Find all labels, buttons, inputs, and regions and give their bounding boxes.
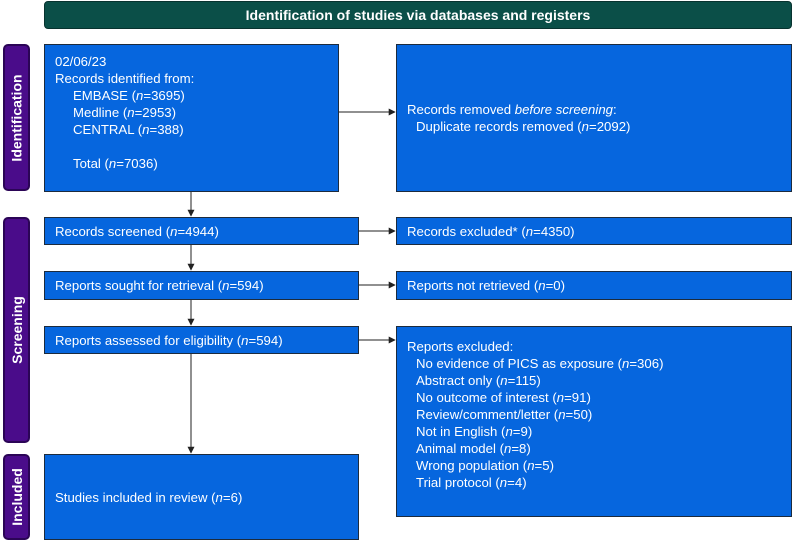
- reports-assessed-box: Reports assessed for eligibility (n=594): [44, 326, 359, 354]
- exclusion-reason: Trial protocol (n=4): [416, 475, 527, 490]
- reports-assessed-text: Reports assessed for eligibility (n=594): [55, 332, 283, 348]
- records-identified-box: 02/06/23 Records identified from: EMBASE…: [44, 44, 339, 192]
- source-central: CENTRAL (n=388): [73, 122, 184, 137]
- records-excluded-text: Records excluded* (n=4350): [407, 223, 575, 239]
- exclusion-reasons-list: No evidence of PICS as exposure (n=306) A…: [407, 355, 781, 491]
- phase-identification: Identification: [3, 44, 30, 191]
- records-total: Total (n=7036): [73, 156, 158, 171]
- exclusion-reason: No evidence of PICS as exposure (n=306): [416, 356, 664, 371]
- reports-not-retrieved-text: Reports not retrieved (n=0): [407, 278, 566, 293]
- records-removed-title: Records removed before screening:: [407, 102, 617, 117]
- search-date: 02/06/23: [55, 54, 107, 69]
- reports-sought-text: Reports sought for retrieval (n=594): [55, 278, 264, 293]
- records-screened-box: Records screened (n=4944): [44, 217, 359, 245]
- duplicate-records: Duplicate records removed (n=2092): [416, 119, 631, 134]
- records-screened-text: Records screened (n=4944): [55, 223, 219, 239]
- exclusion-reason: No outcome of interest (n=91): [416, 390, 591, 405]
- studies-included-box: Studies included in review (n=6): [44, 454, 359, 540]
- reports-excluded-title: Reports excluded:: [407, 339, 514, 354]
- source-medline: Medline (n=2953): [73, 105, 177, 120]
- studies-included-text: Studies included in review (n=6): [55, 489, 243, 505]
- reports-excluded-box: Reports excluded: No evidence of PICS as…: [396, 326, 792, 517]
- header-title: Identification of studies via databases …: [245, 7, 591, 23]
- exclusion-reason: Animal model (n=8): [416, 441, 531, 456]
- exclusion-reason: Review/comment/letter (n=50): [416, 407, 593, 422]
- records-identified-intro: Records identified from:: [55, 71, 195, 86]
- phase-screening: Screening: [3, 217, 30, 443]
- records-excluded-box: Records excluded* (n=4350): [396, 217, 792, 245]
- exclusion-reason: Abstract only (n=115): [416, 373, 541, 388]
- exclusion-reason: Wrong population (n=5): [416, 458, 554, 473]
- exclusion-reason: Not in English (n=9): [416, 424, 533, 439]
- diagram-header: Identification of studies via databases …: [44, 1, 792, 29]
- source-embase: EMBASE (n=3695): [73, 88, 185, 103]
- reports-sought-box: Reports sought for retrieval (n=594): [44, 271, 359, 300]
- phase-included: Included: [3, 454, 30, 540]
- reports-not-retrieved-box: Reports not retrieved (n=0): [396, 271, 792, 300]
- records-removed-box: Records removed before screening: Duplic…: [396, 44, 792, 192]
